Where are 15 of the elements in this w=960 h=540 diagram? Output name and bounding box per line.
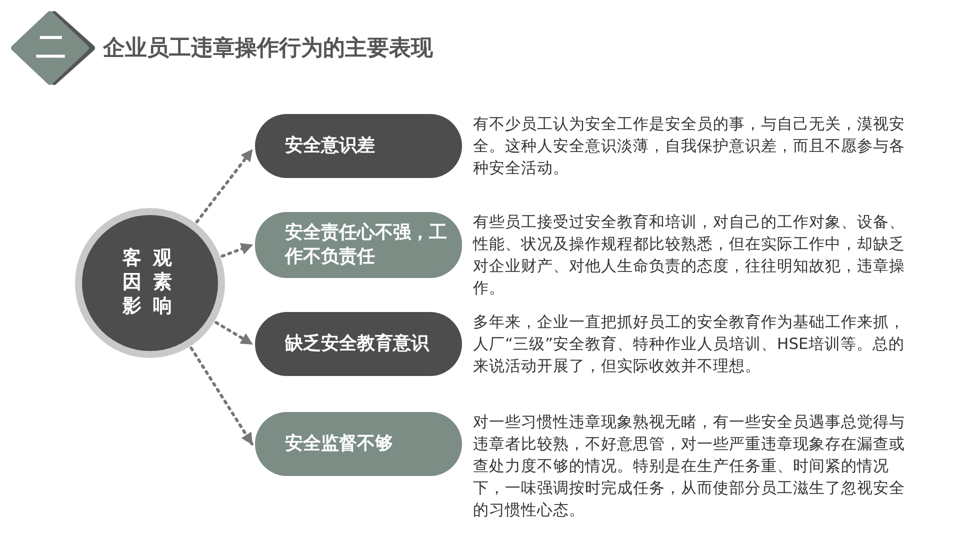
section-number: 二 xyxy=(35,30,67,66)
circle-label: 客观因素影响 xyxy=(121,247,184,319)
dotted-arrow xyxy=(195,148,254,224)
description-text: 对一些习惯性违章现象熟视无睹，有一些安全员遇事总觉得与违章者比较熟，不好意思管，对一些严重违章现象存在漏查或查处力度不够的情况。特别是在生产任务重、时间紧的情况下，一味强调按时完成任务，从而使部分员工滋生了忽视安全的习惯性心态。 xyxy=(473,412,906,521)
description-text: 有些员工接受过安全教育和培训，对自己的工作对象、设备、性能、状况及操作规程都比较熟悉，但在实际工作中，却缺乏对企业财产、对他人生命负责的态度，往往明知故犯，违章操作。 xyxy=(473,212,906,299)
dotted-arrow xyxy=(220,243,254,258)
pill-label: 安全责任心不强，工作不负责任 xyxy=(285,221,448,269)
description-text: 有不少员工认为安全工作是安全员的事，与自己无关，漠视安全。这种人安全意识淡薄，自我保护意识差，而且不愿参与各种安全活动。 xyxy=(473,114,906,179)
title: 企业员工违章操作行为的主要表现 xyxy=(103,34,433,63)
description-text: 多年来，企业一直把抓好员工的安全教育作为基础工作来抓，人厂“三级”安全教育、特种作业人员培训、HSE培训等。总的来说活动开展了，但实际收效并不理想。 xyxy=(473,312,906,377)
pill-label: 安全监督不够 xyxy=(285,432,393,456)
pill-label: 缺乏安全教育意识 xyxy=(285,332,429,356)
pill-label: 安全意识差 xyxy=(285,134,375,158)
factor-circle xyxy=(82,215,218,351)
dotted-arrow xyxy=(190,346,254,446)
